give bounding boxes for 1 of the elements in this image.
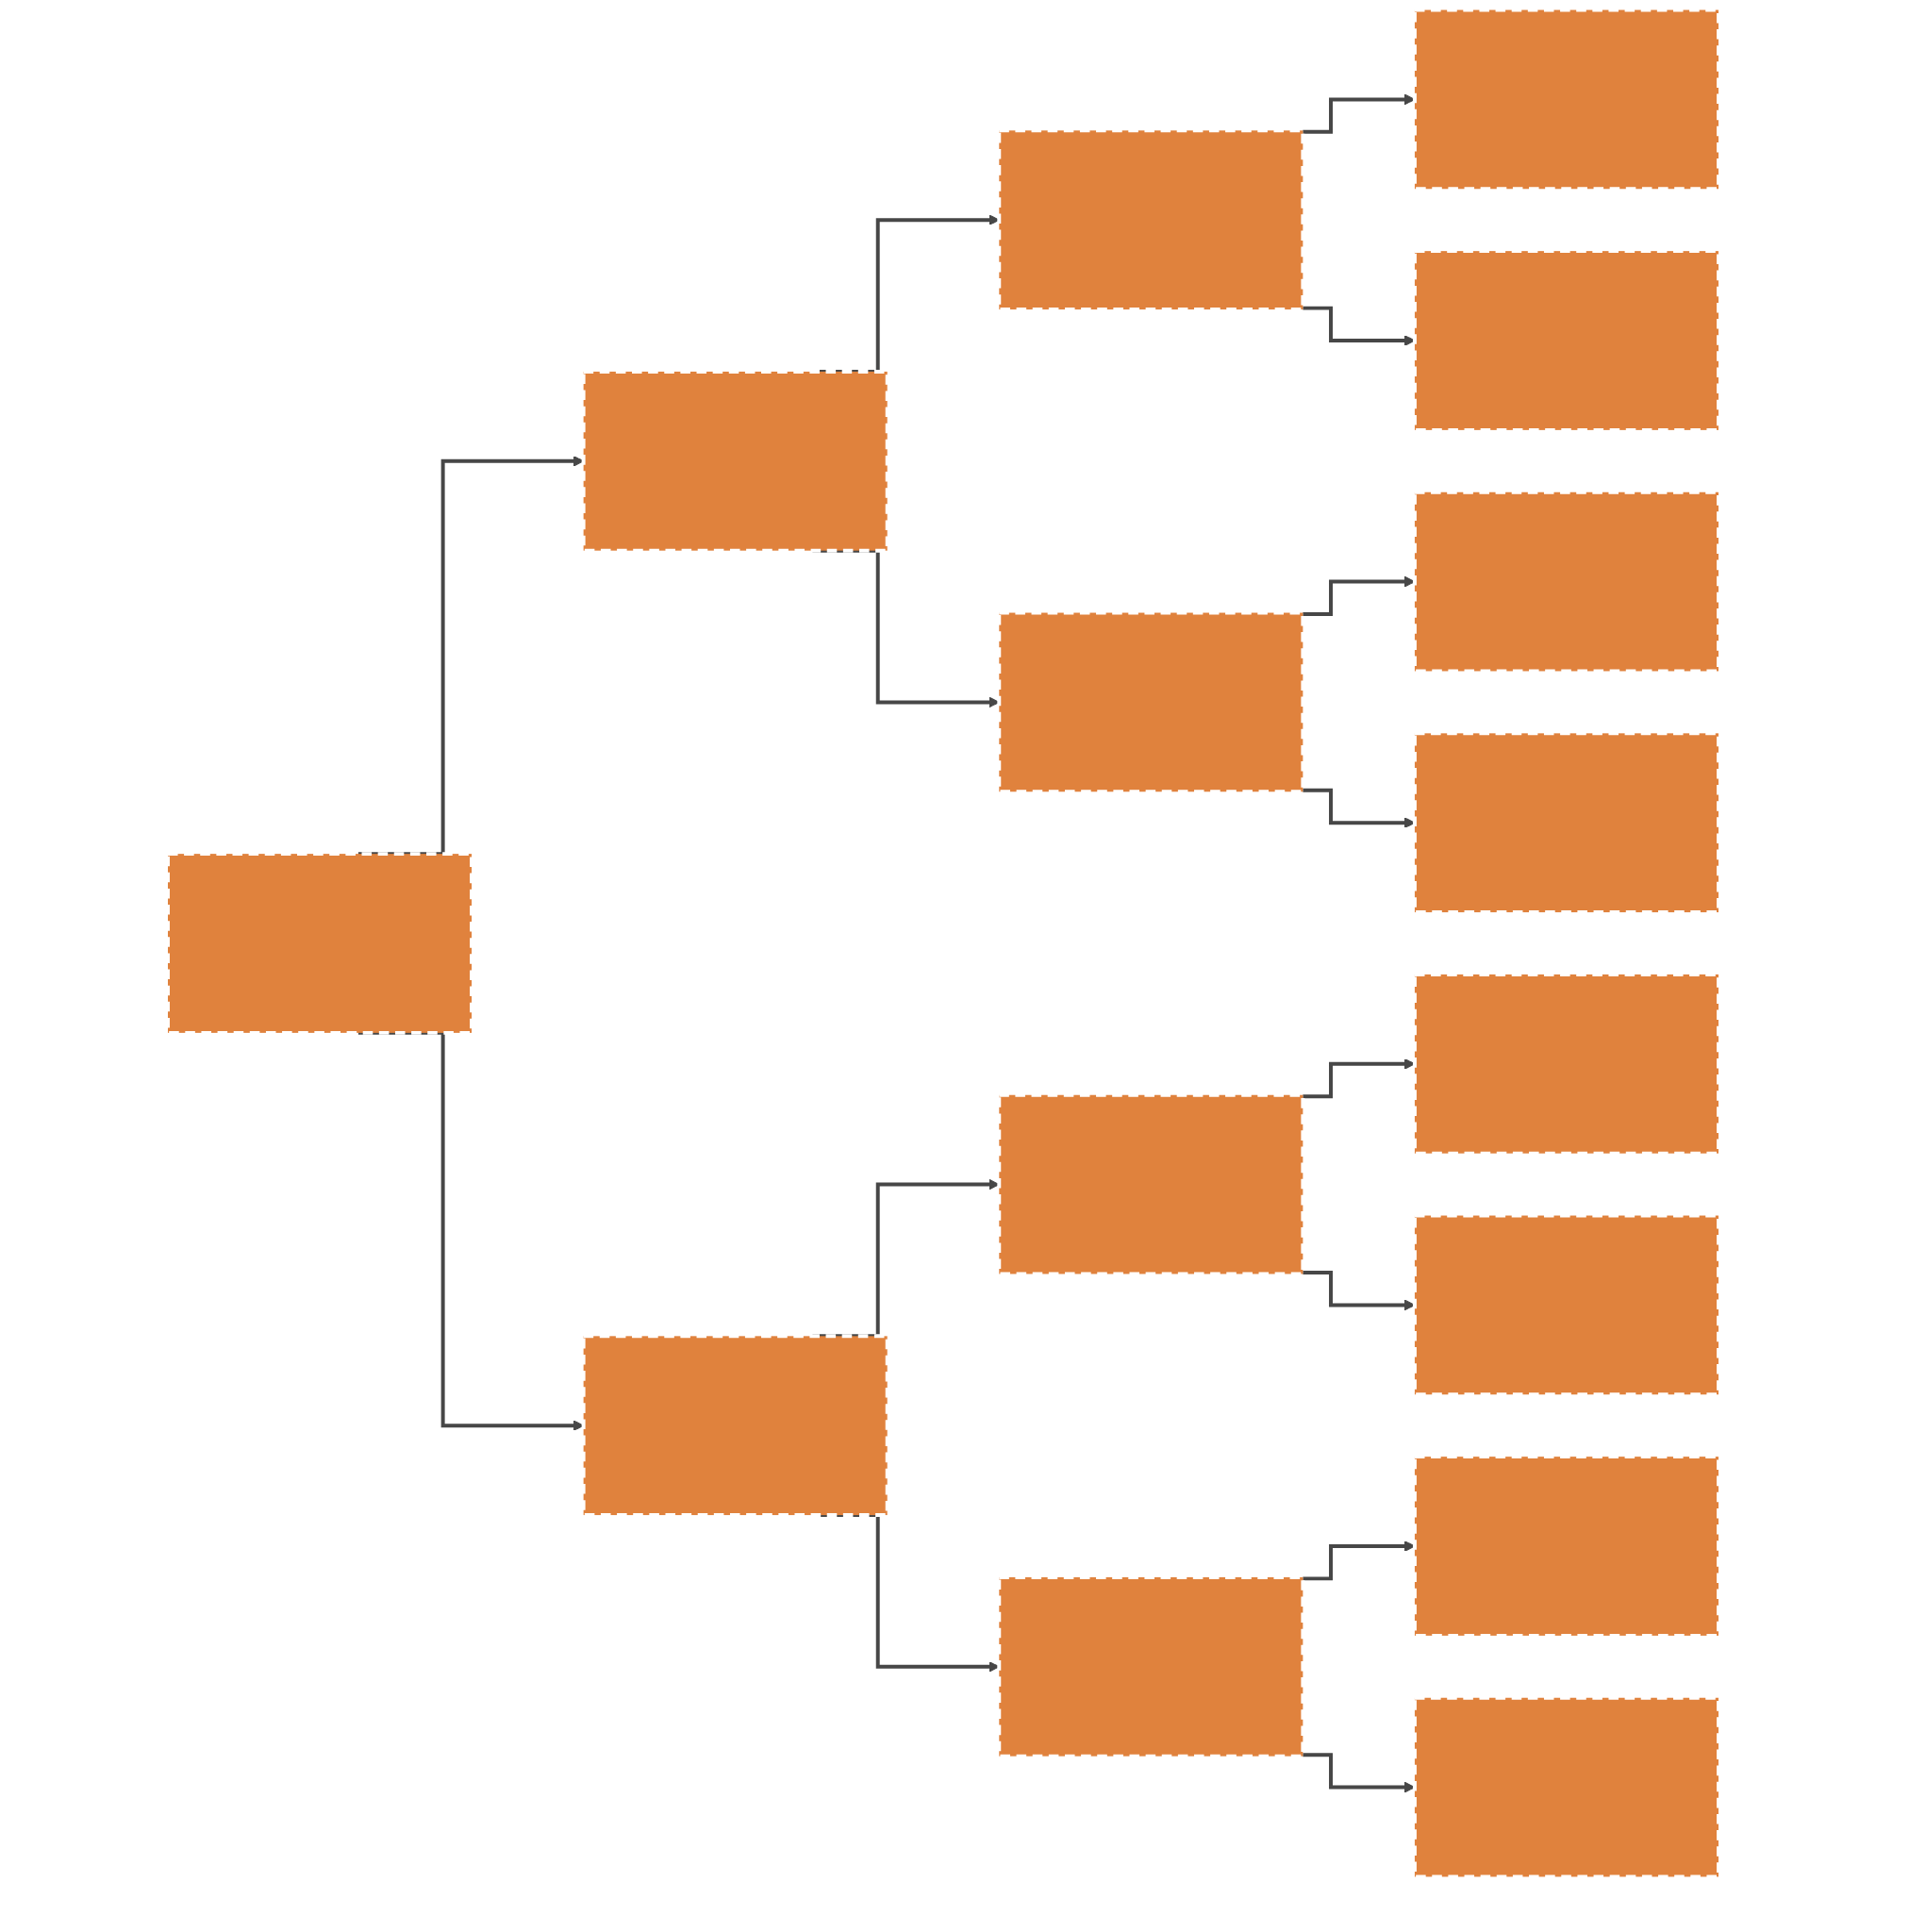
node-box [166, 852, 474, 1035]
